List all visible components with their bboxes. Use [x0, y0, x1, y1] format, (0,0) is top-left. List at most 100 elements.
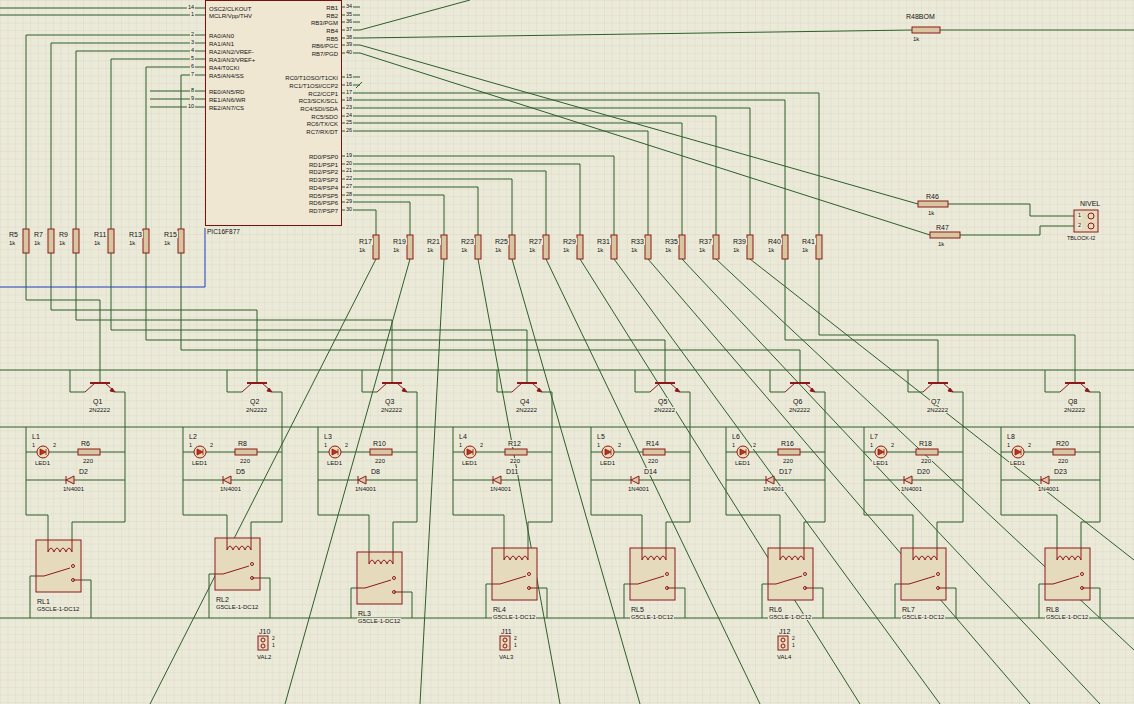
relay-contact	[666, 587, 669, 590]
transistor-symbol	[655, 382, 675, 384]
part-value: G5CLE-1-DC12	[357, 618, 401, 624]
wire	[150, 91, 205, 92]
part-value: LED1	[734, 460, 751, 466]
pin-name: RC0/T1OSO/T1CKI	[285, 75, 338, 82]
relay-switch	[492, 576, 537, 588]
wire	[260, 578, 270, 618]
pin-number: 8	[190, 88, 195, 94]
pin-name: RC5/SDO	[311, 114, 338, 121]
pin-number: 5	[190, 56, 195, 62]
part-value: LED1	[599, 460, 616, 466]
part-value: VAL2	[256, 654, 272, 660]
wire	[150, 99, 205, 100]
part-label: Q2	[249, 398, 260, 405]
part-value: G5CLE-1-DC12	[36, 606, 80, 612]
part-label: L4	[458, 433, 468, 440]
terminal-pin	[1088, 213, 1094, 219]
part-label: R39	[732, 238, 747, 245]
part-label: RL3	[357, 610, 372, 617]
relay-symbol	[357, 552, 402, 604]
pin-number: 1	[323, 443, 328, 449]
wire	[81, 580, 91, 618]
resistor-symbol	[475, 235, 481, 259]
transistor-arrow	[948, 388, 953, 392]
part-label: L7	[869, 433, 879, 440]
part-value: 2N2222	[515, 407, 538, 413]
pin-number: 2	[209, 443, 214, 449]
pin-number: 2	[52, 443, 57, 449]
pin-number: 40	[345, 50, 353, 56]
part-label: R11	[93, 231, 107, 238]
part-label: D8	[370, 468, 381, 475]
led-symbol	[605, 449, 611, 455]
pin-name: RB6/PGC	[312, 43, 338, 50]
wire	[360, 171, 546, 235]
pin-number: 22	[345, 176, 353, 182]
wire	[938, 452, 963, 453]
relay-coil	[369, 552, 393, 564]
pin-name: RC6/TX/CK	[307, 121, 338, 128]
part-value: 2N2222	[1063, 407, 1086, 413]
part-label: RL4	[492, 606, 507, 613]
relay-contact	[393, 577, 396, 580]
part-value: 220	[1057, 458, 1069, 464]
transistor-arrow	[537, 388, 542, 392]
transistor-symbol	[923, 383, 953, 392]
part-label: L8	[1006, 433, 1016, 440]
part-value: G5CLE-1-DC12	[630, 614, 674, 620]
part-value: 1k	[93, 240, 101, 246]
pin-name: RA1/AN1	[209, 41, 234, 48]
transistor-arrow	[402, 388, 407, 392]
transistor-symbol	[377, 383, 407, 392]
transistor-arrow	[810, 388, 815, 392]
resistor-symbol	[78, 449, 100, 455]
pin-number: 24	[345, 113, 353, 119]
transistor-arrow	[675, 388, 680, 392]
relay-coil	[913, 548, 937, 560]
part-value: LED1	[1009, 460, 1026, 466]
pin-name: RA2/AN2/VREF-	[209, 49, 254, 56]
part-label: R23	[460, 238, 475, 245]
part-value: 1N4001	[627, 486, 650, 492]
wire	[478, 259, 560, 704]
diode-symbol	[66, 476, 74, 484]
wire	[1045, 370, 1060, 392]
wire	[591, 480, 631, 481]
pin-number: 36	[345, 19, 353, 25]
wire	[864, 452, 875, 453]
pin-name: RD1/PSP1	[309, 162, 338, 169]
resistor-symbol	[782, 235, 788, 259]
pin-number: 34	[345, 4, 353, 10]
led-symbol	[602, 446, 614, 458]
part-value: 1k	[8, 240, 16, 246]
resistor-symbol	[713, 235, 719, 259]
transistor-symbol	[1060, 383, 1090, 392]
wire	[512, 259, 640, 704]
part-label: R47	[935, 224, 950, 231]
wire	[420, 259, 444, 704]
wire	[26, 35, 205, 229]
pin-number: 2	[271, 636, 276, 641]
part-label: R8	[237, 440, 248, 447]
wire	[800, 452, 825, 453]
diode-symbol	[631, 476, 639, 484]
resistor-symbol	[373, 235, 379, 259]
diode-symbol	[766, 476, 774, 484]
transistor-symbol	[247, 382, 267, 384]
part-label: R48BOM	[905, 13, 936, 20]
pin-name: RC7/RX/DT	[306, 129, 338, 136]
pin-name: RE0/AN5/RD	[209, 89, 244, 96]
transistor-symbol	[650, 383, 680, 392]
wire	[546, 259, 760, 704]
pin-name: RB2	[326, 13, 338, 20]
transistor-symbol	[517, 382, 537, 384]
part-value: 2N2222	[380, 407, 403, 413]
led-symbol	[878, 449, 884, 455]
wire	[0, 618, 1134, 619]
wire	[591, 452, 602, 453]
part-label: D17	[778, 468, 793, 475]
resistor-symbol	[912, 27, 940, 33]
wire	[501, 480, 552, 481]
